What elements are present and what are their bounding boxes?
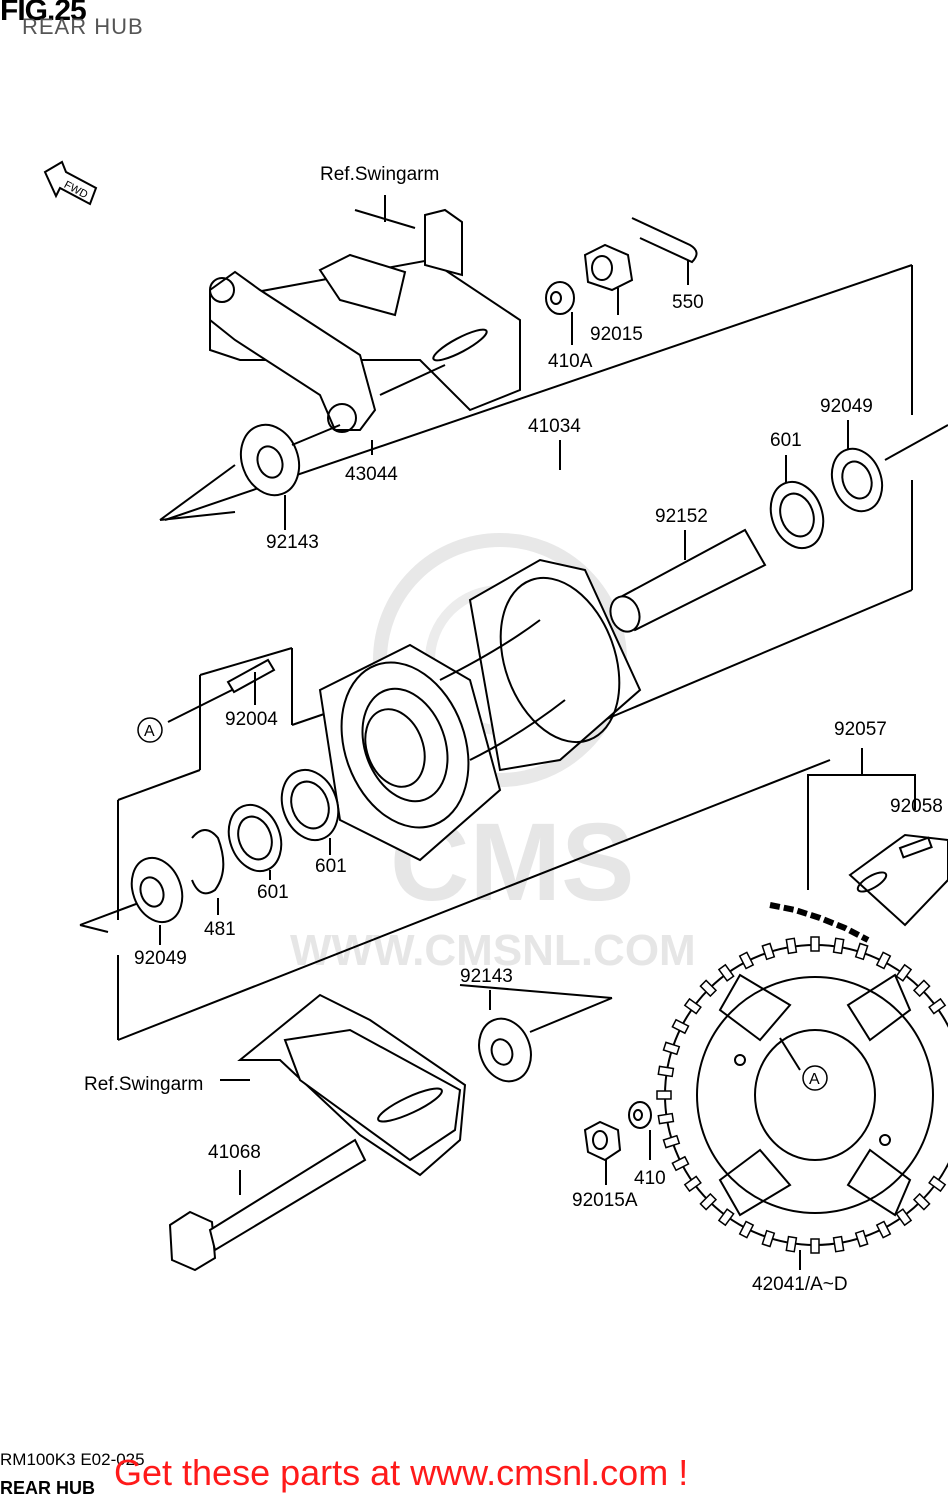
sprocket-tooth xyxy=(738,1220,755,1239)
label-42041: 42041/A~D xyxy=(752,1274,848,1295)
swingarm-top xyxy=(209,195,521,433)
figure-subtitle: REAR HUB xyxy=(22,14,144,39)
footer-diagram-name: REAR HUB xyxy=(0,1478,96,1498)
label-92152: 92152 xyxy=(655,506,708,527)
sprocket-tooth xyxy=(717,963,735,982)
sprocket-tooth xyxy=(810,936,820,952)
nut-92015 xyxy=(583,243,634,315)
sprocket-tooth xyxy=(699,1192,718,1211)
sprocket-tooth xyxy=(854,942,869,961)
sprocket-42041 xyxy=(656,936,948,1270)
fwd-arrow-icon: FWD xyxy=(43,160,98,206)
nut-92015A xyxy=(583,1120,622,1185)
sprocket-tooth xyxy=(895,1208,913,1227)
stud-92004 xyxy=(167,658,276,723)
sprocket-tooth xyxy=(699,979,718,998)
sprocket-tooth xyxy=(656,1090,672,1100)
sprocket-tooth xyxy=(785,937,798,955)
label-92004: 92004 xyxy=(225,709,278,730)
sprocket-tooth xyxy=(875,951,892,970)
circlip-481 xyxy=(191,829,225,915)
footer-diagram-code: RM100K3 E02-025 xyxy=(0,1450,145,1469)
sprocket-tooth xyxy=(717,1208,735,1227)
sprocket-tooth xyxy=(810,1238,820,1254)
cotter-pin-550 xyxy=(631,217,698,285)
label-601-mid: 601 xyxy=(315,856,347,877)
sprocket-tooth xyxy=(671,1155,690,1172)
swingarm-bottom xyxy=(220,993,467,1177)
label-92143-top: 92143 xyxy=(266,532,319,553)
sprocket-tooth xyxy=(738,951,755,970)
bearing-601-low xyxy=(227,803,283,880)
rear-hub xyxy=(318,558,642,862)
sprocket-tooth xyxy=(671,1018,690,1035)
sprocket-tooth xyxy=(662,1134,681,1149)
seal-92049-top xyxy=(830,420,884,513)
sprocket-tooth xyxy=(832,937,845,955)
sprocket-tooth xyxy=(657,1112,675,1125)
sprocket-tooth xyxy=(928,1175,947,1193)
label-410: 410 xyxy=(634,1168,666,1189)
axle-41068 xyxy=(168,1138,367,1272)
sprocket-tooth xyxy=(928,997,947,1015)
sprocket-tooth xyxy=(912,1192,931,1211)
sprocket-tooth xyxy=(761,1229,776,1248)
label-92015A: 92015A xyxy=(572,1190,638,1211)
sprocket-tooth xyxy=(785,1235,798,1253)
label-41034: 41034 xyxy=(528,416,581,437)
label-550: 550 xyxy=(672,292,704,313)
label-92049-bottom: 92049 xyxy=(134,948,187,969)
label-410A: 410A xyxy=(548,351,593,372)
sprocket-tooth xyxy=(854,1229,869,1248)
sprocket-tooth xyxy=(683,997,702,1015)
figure-number: FIG.25 xyxy=(0,0,87,27)
sprocket-tooth xyxy=(895,963,913,982)
watermark-url: WWW.CMSNL.COM xyxy=(290,926,696,975)
label-601-low: 601 xyxy=(257,882,289,903)
spacer-92143-bottom xyxy=(459,984,613,1083)
spacer-92143-top xyxy=(239,423,341,530)
chain-92057 xyxy=(769,748,916,943)
promo-link-text[interactable]: Get these parts at www.cmsnl.com ! xyxy=(114,1452,689,1493)
sprocket-tooth xyxy=(832,1235,845,1253)
exploded-parts-diagram: CMS WWW.CMSNL.COM FWD xyxy=(43,160,948,1295)
bearing-601-top xyxy=(769,455,825,550)
sprocket-tooth xyxy=(657,1065,675,1078)
label-ref-swingarm-bottom: Ref.Swingarm xyxy=(84,1074,203,1095)
label-92015: 92015 xyxy=(590,324,643,345)
ref-marker-a-left-text: A xyxy=(144,723,155,740)
label-92058: 92058 xyxy=(890,796,943,817)
seal-92049-bottom xyxy=(130,856,184,945)
bearing-601-mid xyxy=(280,768,340,855)
ref-marker-a-right: A xyxy=(802,1065,828,1091)
ref-marker-a-right-text: A xyxy=(809,1071,820,1088)
ref-marker-a-left: A xyxy=(137,717,163,743)
sprocket-tooth xyxy=(683,1175,702,1193)
label-92049-top: 92049 xyxy=(820,396,873,417)
sprocket-tooth xyxy=(662,1041,681,1056)
sprocket-tooth xyxy=(912,979,931,998)
chain-joint-92058 xyxy=(848,833,948,927)
label-92057: 92057 xyxy=(834,719,887,740)
washer-410A xyxy=(545,281,575,345)
label-601-top: 601 xyxy=(770,430,802,451)
collar-92152 xyxy=(609,528,767,633)
label-481: 481 xyxy=(204,919,236,940)
label-41068: 41068 xyxy=(208,1142,261,1163)
sprocket-tooth xyxy=(875,1220,892,1239)
washer-410 xyxy=(628,1101,652,1160)
label-43044: 43044 xyxy=(345,464,398,485)
label-ref-swingarm-top: Ref.Swingarm xyxy=(320,164,439,185)
label-92143-bottom: 92143 xyxy=(460,966,513,987)
sprocket-tooth xyxy=(761,942,776,961)
